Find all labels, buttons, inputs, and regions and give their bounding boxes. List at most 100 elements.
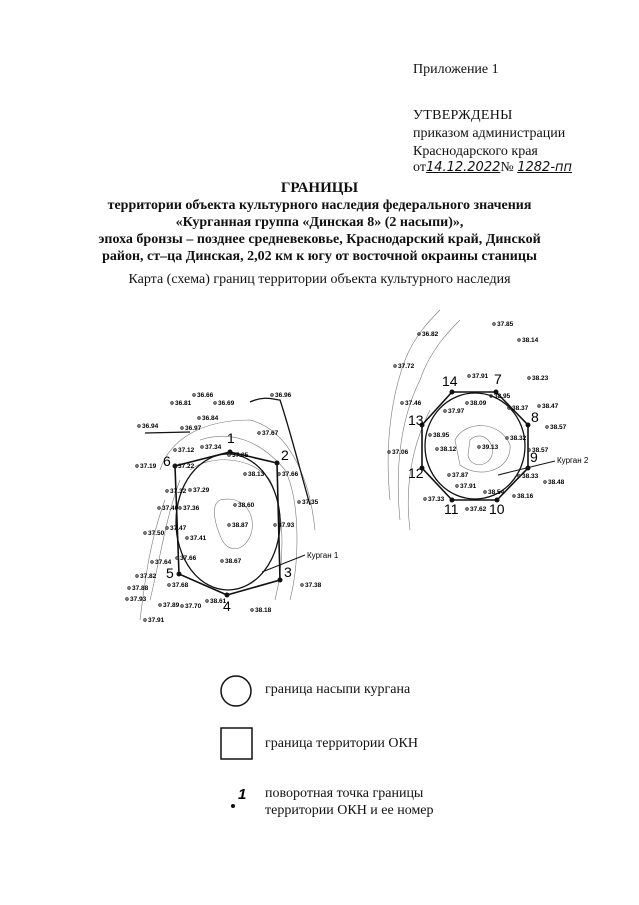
elevation-point-icon <box>273 523 277 527</box>
elevation-point-icon <box>435 447 439 451</box>
elevation-point-icon <box>270 393 274 397</box>
turning-point-number: 10 <box>489 501 505 517</box>
elevation-point-icon <box>543 480 547 484</box>
elevation-point-icon <box>233 503 237 507</box>
elevation-point-icon <box>185 536 189 540</box>
elevation-point-icon <box>157 506 161 510</box>
elevation-point-icon <box>455 484 459 488</box>
kurgan-2-label: Курган 2 <box>557 456 589 465</box>
elevation-label: 38.13 <box>248 471 265 478</box>
elevation-point-icon <box>150 560 154 564</box>
elevation-label: 37.93 <box>278 522 295 529</box>
elevation-label: 38.18 <box>255 607 272 614</box>
elevation-label: 37.35 <box>302 499 319 506</box>
elevation-label: 38.61 <box>210 598 227 605</box>
elevation-label: 36.69 <box>218 400 235 407</box>
turning-point-marker <box>172 463 178 469</box>
handwritten-number: 1282-пп <box>517 160 573 175</box>
contour-bold <box>144 397 311 506</box>
title-line-2: «Курганная группа «Динская 8» (2 насыпи)… <box>175 215 464 230</box>
document-title: ГРАНИЦЫ <box>280 180 359 196</box>
elevation-label: 37.34 <box>205 444 222 451</box>
elevation-point-icon <box>127 586 131 590</box>
elevation-label: 37.91 <box>460 483 477 490</box>
turning-point-marker <box>449 497 455 503</box>
elevation-label: 37.12 <box>178 447 195 454</box>
map-caption: Карта (схема) границ территории объекта … <box>128 272 511 287</box>
elevation-label: 38.87 <box>232 522 249 529</box>
elevation-label: 38.32 <box>510 435 527 442</box>
appendix-label: Приложение 1 <box>413 62 499 77</box>
elevation-label: 37.19 <box>140 463 157 470</box>
elevation-label: 37.22 <box>178 463 195 470</box>
turning-point-number: 13 <box>408 412 424 428</box>
elevation-point-icon <box>220 559 224 563</box>
handwritten-date: 14.12.2022 <box>425 160 501 175</box>
elevation-label: 39.13 <box>482 444 499 451</box>
elevation-label: 37.46 <box>405 400 422 407</box>
elevation-point-icon <box>423 497 427 501</box>
turning-point-marker <box>419 422 425 428</box>
turning-point-marker <box>525 465 531 471</box>
elevation-point-icon <box>483 490 487 494</box>
elevation-point-icon <box>465 401 469 405</box>
elevation-label: 37.72 <box>398 363 415 370</box>
elevation-label: 36.81 <box>175 400 192 407</box>
elevation-point-icon <box>200 445 204 449</box>
elevation-label: 37.93 <box>130 596 147 603</box>
turning-point-marker <box>525 422 531 428</box>
turning-point-number: 7 <box>494 371 502 387</box>
elevation-label: 37.29 <box>193 487 210 494</box>
elevation-label: 37.62 <box>470 506 487 513</box>
elevation-label: 37.32 <box>170 488 187 495</box>
date-prefix: от <box>413 160 426 175</box>
turning-point-number: 6 <box>163 453 171 469</box>
elevation-point-icon <box>143 618 147 622</box>
elevation-point-icon <box>465 507 469 511</box>
elevation-point-icon <box>507 406 511 410</box>
order-line-2: Краснодарского края <box>413 144 538 159</box>
elevation-point-icon <box>467 374 471 378</box>
turning-point-marker <box>274 460 280 466</box>
legend-okn-boundary: граница территории ОКН <box>265 736 418 751</box>
elevation-label: 38.37 <box>512 405 529 412</box>
kurgan-2-mound-boundary <box>424 392 526 500</box>
elevation-point-icon <box>188 488 192 492</box>
legend-point-icon <box>231 804 235 808</box>
elevation-label: 38.23 <box>532 375 549 382</box>
number-prefix: № <box>500 160 514 175</box>
approved-label: УТВЕРЖДЕНЫ <box>413 108 513 123</box>
elevation-point-icon <box>165 526 169 530</box>
elevation-point-icon <box>400 401 404 405</box>
elevation-point-icon <box>243 472 247 476</box>
elevation-point-icon <box>227 523 231 527</box>
title-line-3: эпоха бронзы – позднее средневековье, Кр… <box>98 232 541 247</box>
elevation-point-icon <box>135 464 139 468</box>
elevation-point-icon <box>527 376 531 380</box>
elevation-label: 38.33 <box>522 473 539 480</box>
elevation-point-icon <box>180 426 184 430</box>
elevation-point-icon <box>477 445 481 449</box>
elevation-point-icon <box>517 474 521 478</box>
elevation-label: 38.16 <box>517 493 534 500</box>
elevation-label: 37.66 <box>180 555 197 562</box>
elevation-point-icon <box>227 453 231 457</box>
elevation-label: 37.70 <box>185 603 202 610</box>
elevation-label: 38.09 <box>470 400 487 407</box>
elevation-label: 37.41 <box>190 535 207 542</box>
elevation-point-icon <box>277 472 281 476</box>
turning-point-number: 4 <box>223 598 231 614</box>
elevation-label: 37.89 <box>163 602 180 609</box>
legend-turning-point-2: территории ОКН и ее номер <box>265 803 434 818</box>
elevation-label: 38.48 <box>548 479 565 486</box>
turning-point-number: 9 <box>530 449 538 465</box>
order-date-line: от14.12.2022№ 1282-пп <box>413 160 572 176</box>
elevation-point-icon <box>250 608 254 612</box>
title-line-4: район, ст–ца Динская, 2,02 км к югу от в… <box>102 249 537 264</box>
elevation-label: 37.91 <box>148 617 165 624</box>
elevation-label: 36.97 <box>185 425 202 432</box>
legend-turning-point-1: поворотная точка границы <box>265 786 424 801</box>
kurgan-1-leader <box>261 554 306 573</box>
